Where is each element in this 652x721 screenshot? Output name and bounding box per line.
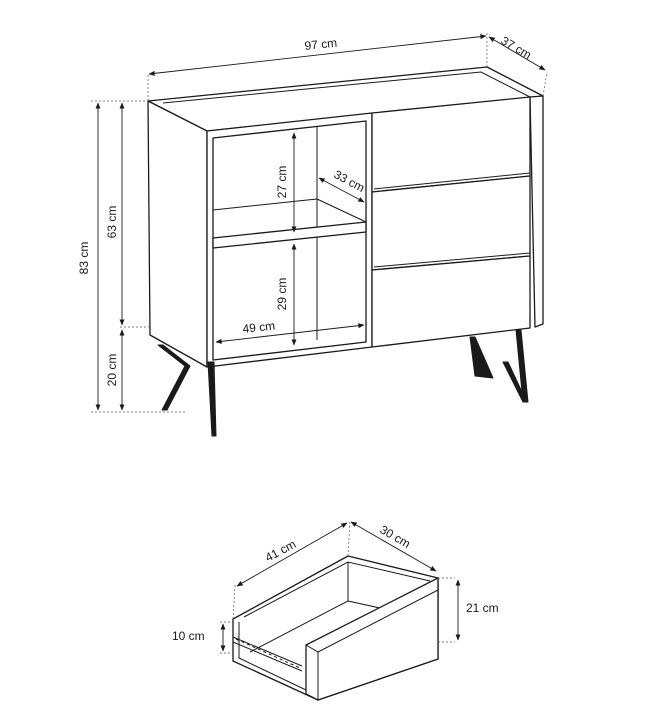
drawer-width-line (236, 522, 348, 587)
shelf-depth-line (212, 198, 367, 223)
leg-back-right (502, 329, 529, 403)
leg-front-left (207, 361, 217, 437)
drawer-width-label: 41 cm (263, 537, 298, 565)
width-dimension-line (148, 34, 487, 76)
drawer-side-height-label: 10 cm (172, 629, 205, 643)
leg-height-label: 20 cm (105, 354, 119, 387)
sideboard (147, 66, 544, 437)
drawer-dimensions (220, 519, 461, 654)
lower-shelf-height-label: 29 cm (275, 278, 289, 311)
drawer-depth-label: 30 cm (378, 522, 413, 550)
drawer-front-panel (305, 577, 439, 701)
drawer-left-side (232, 619, 307, 691)
body-height-label: 63 cm (105, 206, 119, 239)
drawer-front-3 (371, 255, 531, 348)
inner-width-dimension-line (215, 323, 365, 344)
sideboard-left-panel (147, 100, 208, 368)
depth-dimension-line (488, 36, 546, 71)
drawer-runner (232, 636, 303, 672)
drawer-gaps (373, 172, 531, 268)
width-label: 97 cm (304, 36, 338, 53)
leg-front-right (469, 336, 494, 379)
sideboard-dimensions (91, 32, 548, 413)
depth-label: 37 cm (499, 33, 534, 61)
drawer (232, 555, 439, 701)
leg-back-left (157, 344, 191, 411)
drawer-front-height-label: 21 cm (466, 601, 499, 615)
shelf (212, 221, 367, 249)
shelf-depth-dimension-line (318, 177, 365, 203)
drawer-front-2 (371, 175, 531, 271)
drawer-front-edge (305, 589, 439, 700)
total-height-label: 83 cm (77, 242, 91, 275)
upper-shelf-height-label: 27 cm (275, 166, 289, 199)
inner-width-label: 49 cm (242, 319, 276, 336)
drawer-depth-line (350, 521, 437, 572)
sideboard-right-panel (529, 95, 544, 328)
